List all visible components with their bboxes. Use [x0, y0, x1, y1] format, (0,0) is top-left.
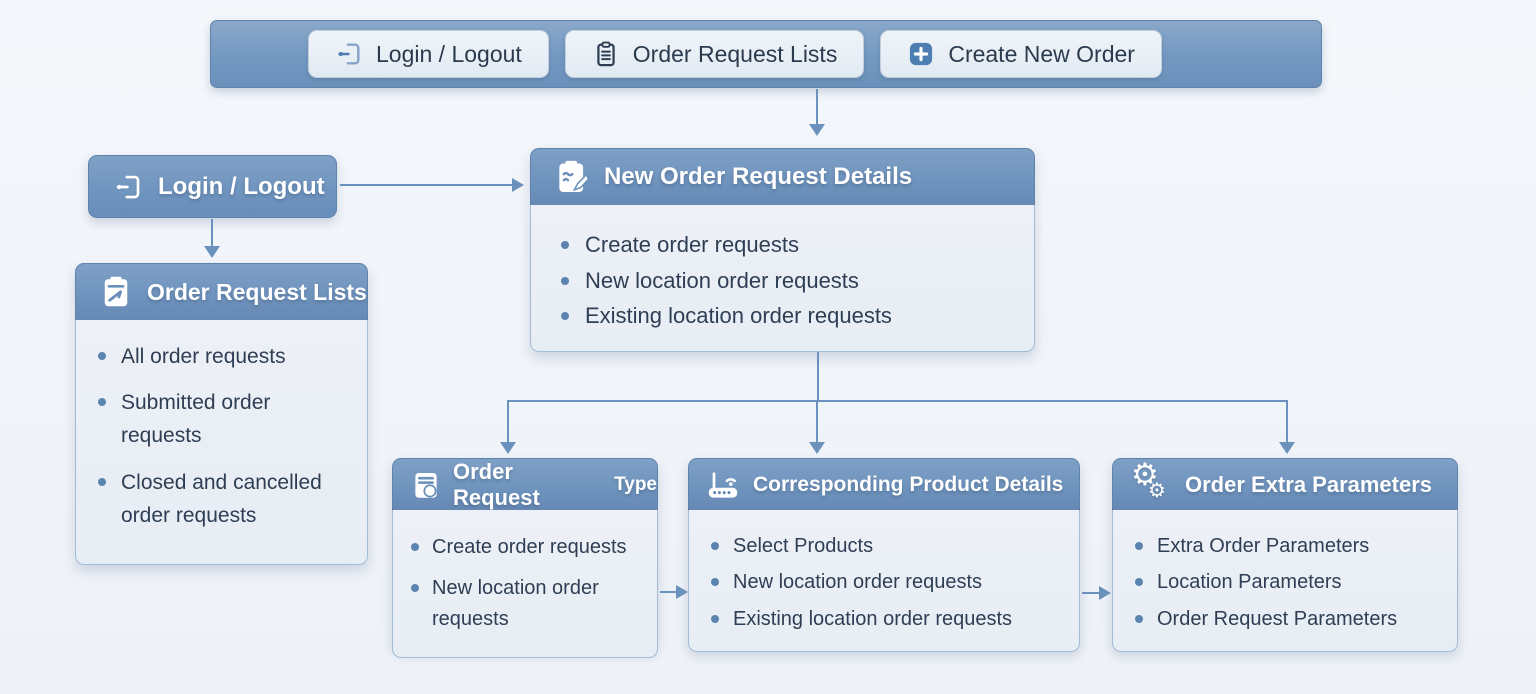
list-item: New location order requests: [711, 566, 1069, 598]
document-badge-icon: [409, 468, 443, 502]
bullet-dot: [1135, 614, 1143, 623]
toolbar-create-order-label: Create New Order: [948, 40, 1135, 67]
login-icon: [113, 172, 143, 202]
bullet-dot: [711, 614, 719, 623]
node-order-request-type-title: Order Request: [453, 458, 540, 510]
node-new-order-request-details-body: Create order requests New location order…: [530, 205, 1035, 352]
arrowhead-product-to-extra: [1099, 586, 1111, 600]
node-order-request-type-header: Order Request Type: [392, 458, 658, 510]
connector-branch-to-extra: [1286, 400, 1288, 442]
list-item: Extra Order Parameters: [1135, 530, 1449, 562]
clipboard-check-icon: [98, 274, 134, 310]
node-login-label: Login / Logout: [158, 172, 325, 200]
bullet-dot: [711, 578, 719, 587]
node-new-order-request-details-header: New Order Request Details: [530, 148, 1035, 205]
connector-branch-line: [508, 400, 1288, 402]
node-order-extra-parameters-title: Order Extra Parameters: [1185, 471, 1433, 497]
list-item: Select Products: [711, 530, 1069, 562]
list-item: Location Parameters: [1135, 566, 1449, 598]
bullet-dot: [561, 312, 569, 321]
arrowhead-branch-to-product: [809, 442, 825, 454]
toolbar-login-button[interactable]: Login / Logout: [308, 30, 549, 78]
arrowhead-type-to-product: [676, 585, 688, 599]
arrowhead-toolbar-to-details: [809, 124, 825, 136]
connector-details-stub: [817, 352, 819, 401]
list-item: Create order requests: [561, 227, 1016, 263]
node-order-request-type: Order Request Type Create order requests…: [392, 458, 658, 658]
connector-branch-to-product: [816, 400, 818, 442]
gears-icon: [1131, 463, 1173, 507]
bullet-dot: [411, 543, 419, 551]
clipboard-list-icon: [592, 40, 620, 68]
list-item: Existing location order requests: [561, 298, 1016, 334]
node-order-extra-parameters-body: Extra Order Parameters Location Paramete…: [1112, 510, 1458, 653]
node-order-request-type-body: Create order requests New location order…: [392, 510, 658, 658]
node-order-request-lists-header: Order Request Lists: [75, 263, 368, 320]
connector-login-to-lists: [211, 219, 213, 246]
list-item: New location order requests: [411, 573, 649, 635]
toolbar-create-order-button[interactable]: Create New Order: [880, 30, 1162, 78]
list-item: Closed and cancelled order requests: [98, 466, 353, 532]
node-order-extra-parameters: Order Extra Parameters Extra Order Param…: [1112, 458, 1458, 653]
bullet-dot: [98, 477, 106, 486]
node-corresponding-product-details: Corresponding Product Details Select Pro…: [688, 458, 1080, 653]
bullet-dot: [98, 352, 106, 360]
clipboard-pen-icon: [553, 158, 591, 196]
router-icon: [705, 467, 741, 503]
login-icon: [335, 40, 363, 68]
node-order-request-type-title-suffix: Type: [614, 473, 657, 495]
list-item: New location order requests: [561, 263, 1016, 299]
node-corresponding-product-details-title: Corresponding Product Details: [753, 472, 1064, 496]
bullet-dot: [411, 584, 419, 592]
connector-product-to-extra: [1082, 592, 1100, 594]
bullet-dot: [561, 241, 569, 249]
node-order-request-lists-title: Order Request Lists: [147, 278, 367, 305]
arrowhead-branch-to-type: [500, 442, 516, 454]
node-corresponding-product-details-header: Corresponding Product Details: [688, 458, 1080, 510]
list-item: Submitted order requests: [98, 386, 353, 452]
toolbar-login-label: Login / Logout: [376, 40, 522, 67]
bullet-dot: [711, 542, 719, 550]
node-new-order-request-details: New Order Request Details Create order r…: [530, 148, 1035, 352]
node-order-extra-parameters-header: Order Extra Parameters: [1112, 458, 1458, 510]
list-item: Create order requests: [411, 532, 649, 563]
connector-toolbar-to-details: [816, 89, 818, 124]
node-order-request-lists: Order Request Lists All order requests S…: [75, 263, 368, 565]
connector-login-to-details: [340, 184, 512, 186]
node-order-request-lists-body: All order requests Submitted order reque…: [75, 320, 368, 565]
arrowhead-branch-to-extra: [1279, 442, 1295, 454]
arrowhead-login-to-details: [512, 178, 524, 192]
plus-square-icon: [907, 40, 935, 68]
connector-branch-to-type: [507, 400, 509, 442]
toolbar-order-lists-button[interactable]: Order Request Lists: [564, 30, 865, 78]
bullet-dot: [1135, 542, 1143, 550]
toolbar-order-lists-label: Order Request Lists: [632, 40, 838, 67]
bullet-dot: [1135, 578, 1143, 587]
list-item: Existing location order requests: [711, 603, 1069, 635]
node-new-order-request-details-title: New Order Request Details: [604, 163, 913, 190]
list-item: All order requests: [98, 340, 353, 373]
arrowhead-login-to-lists: [204, 246, 220, 258]
node-login-logout[interactable]: Login / Logout: [88, 155, 337, 218]
bullet-dot: [98, 398, 106, 407]
connector-type-to-product: [660, 591, 677, 593]
top-toolbar: Login / Logout Order Request Lists Creat…: [210, 20, 1322, 88]
node-corresponding-product-details-body: Select Products New location order reque…: [688, 510, 1080, 653]
list-item: Order Request Parameters: [1135, 603, 1449, 635]
bullet-dot: [561, 276, 569, 285]
